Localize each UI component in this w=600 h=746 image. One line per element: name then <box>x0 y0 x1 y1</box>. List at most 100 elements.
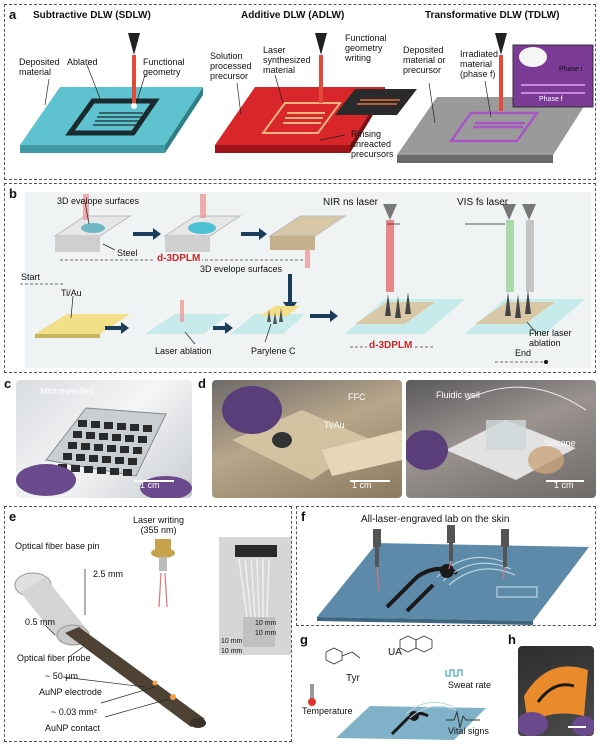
microneedle-cell <box>97 467 106 474</box>
f-title: All-laser-engraved lab on the skin <box>361 514 510 525</box>
d-ffc: FFC <box>348 392 366 402</box>
sdlw-functional-label: Functional geometry <box>143 57 185 77</box>
photo-fluidic <box>406 380 596 498</box>
photo-microneedles <box>16 380 192 498</box>
g-ua: UA <box>388 647 402 658</box>
microneedle-cell <box>133 447 142 454</box>
b-envelope-1: 3D evelope surfaces <box>57 196 140 206</box>
microneedle-cell <box>120 446 129 453</box>
panel-e: e Laser writing (355 nm) Optical fiber <box>4 506 292 742</box>
b-d3dplm-2: d-3DPLM <box>367 340 415 351</box>
panel-d: d FFC Ti/Au Fluidic well Silicone 1 cm 1… <box>198 376 596 500</box>
microneedle-cell <box>104 422 113 429</box>
tdlw-deposited-label: Deposited material or precursor <box>403 45 446 75</box>
microneedle-cell <box>86 432 95 439</box>
g-sweat: Sweat rate <box>448 680 492 690</box>
e-mm2: 10 mm <box>255 630 277 637</box>
b-nir: NIR ns laser <box>323 197 379 208</box>
e-50: ~ 50 µm <box>45 671 78 681</box>
microneedle-cell <box>84 466 93 473</box>
panel-d-label: d <box>198 376 206 391</box>
panel-e-label: e <box>9 509 17 524</box>
g-temperature: Temperature <box>302 706 353 716</box>
microneedle-cell <box>143 425 152 432</box>
b-steel: Steel <box>117 248 138 258</box>
panel-h: h <box>506 630 596 742</box>
c-microneedles: Microneedles <box>40 386 94 396</box>
title-tdlw: Transformative DLW (TDLW) <box>425 10 560 21</box>
e-laser-writing: Laser writing (355 nm) <box>133 515 185 535</box>
c-scale: 1 cm <box>140 480 160 490</box>
b-end: End <box>515 348 532 358</box>
b-finer: Finer laser ablation <box>529 328 572 348</box>
b-laser-ablation: Laser ablation <box>155 346 212 356</box>
microneedle-cell <box>123 469 132 476</box>
e-mm1: 10 mm <box>255 620 277 627</box>
panel-f-illustration <box>317 525 589 625</box>
e-25: 2.5 mm <box>93 569 124 579</box>
panel-g-illustration <box>308 635 486 740</box>
b-tiau: Ti/Au <box>61 288 82 298</box>
d-scalebar-1 <box>350 480 390 482</box>
microneedle-cell <box>125 435 134 442</box>
title-sdlw: Subtractive DLW (SDLW) <box>33 10 151 21</box>
panel-c-label: c <box>4 376 12 391</box>
d-scalebar-2 <box>546 480 584 482</box>
c-scalebar <box>134 480 174 482</box>
adlw-laser-label: Laser synthesized material <box>263 45 311 75</box>
e-base-pin: Optical fiber base pin <box>15 541 100 551</box>
e-area: ~ 0.03 mm² <box>51 707 97 717</box>
microneedle-cell <box>99 433 108 440</box>
panel-f: f All-laser-engraved lab on the skin <box>296 506 596 626</box>
panel-b-illustration <box>20 192 591 368</box>
title-adlw: Additive DLW (ADLW) <box>241 10 345 21</box>
microneedle-cell <box>130 424 139 431</box>
microneedle-cell <box>138 436 147 443</box>
panel-h-label: h <box>508 632 516 647</box>
microneedle-cell <box>76 454 85 461</box>
b-envelope-2: 3D evelope surfaces <box>200 264 283 274</box>
panel-e-illustration <box>14 537 291 728</box>
microneedle-cell <box>78 420 87 427</box>
e-contact: AuNP contact <box>45 723 100 733</box>
sdlw-deposited-label: Deposited material <box>19 57 60 77</box>
adlw-writing-label: Functional geometry writing <box>345 33 387 63</box>
microneedle-cell <box>107 445 116 452</box>
tdlw-irradiated-label: Irradiated material (phase f) <box>460 49 499 79</box>
panel-a: a Subtractive DLW (SDLW) Additive DLW (A… <box>4 4 596 180</box>
microneedle-cell <box>91 421 100 428</box>
microneedle-cell <box>63 453 72 460</box>
microneedle-cell <box>94 444 103 451</box>
d-fluidic: Fluidic well <box>436 390 481 400</box>
microneedle-cell <box>89 455 98 462</box>
tdlw-phase-f-label: Phase f <box>539 96 563 103</box>
adlw-solution-label: Solution processed precursor <box>210 51 252 81</box>
b-start: Start <box>21 272 41 282</box>
sdlw-ablated-label: Ablated <box>67 57 98 67</box>
microneedle-cell <box>128 458 137 465</box>
microneedle-cell <box>117 423 126 430</box>
microneedle-cell <box>68 442 77 449</box>
b-parylene: Parylene C <box>251 346 296 356</box>
microneedle-cell <box>73 431 82 438</box>
h-scalebar <box>568 726 586 728</box>
microneedle-cell <box>81 443 90 450</box>
microneedle-cell <box>71 465 80 472</box>
photo-ffc <box>212 380 402 498</box>
b-d3dplm: d-3DPLM <box>155 253 203 264</box>
e-electrode: AuNP electrode <box>39 687 102 697</box>
tdlw-phase-i-label: Phase i <box>559 66 583 73</box>
d-scale-1: 1 cm <box>352 480 372 490</box>
g-tyr: Tyr <box>346 673 360 684</box>
d-silicone: Silicone <box>544 438 576 448</box>
e-mm4: 10 mm <box>221 648 243 655</box>
microneedle-cell <box>110 468 119 475</box>
b-vis: VIS fs laser <box>457 197 509 208</box>
panel-g-label: g <box>300 632 308 647</box>
d-tiau: Ti/Au <box>324 420 345 430</box>
panel-b: b <box>4 183 596 373</box>
panel-f-label: f <box>301 509 306 524</box>
microneedle-cell <box>102 456 111 463</box>
e-05: 0.5 mm <box>25 617 56 627</box>
e-mm3: 10 mm <box>221 638 243 645</box>
